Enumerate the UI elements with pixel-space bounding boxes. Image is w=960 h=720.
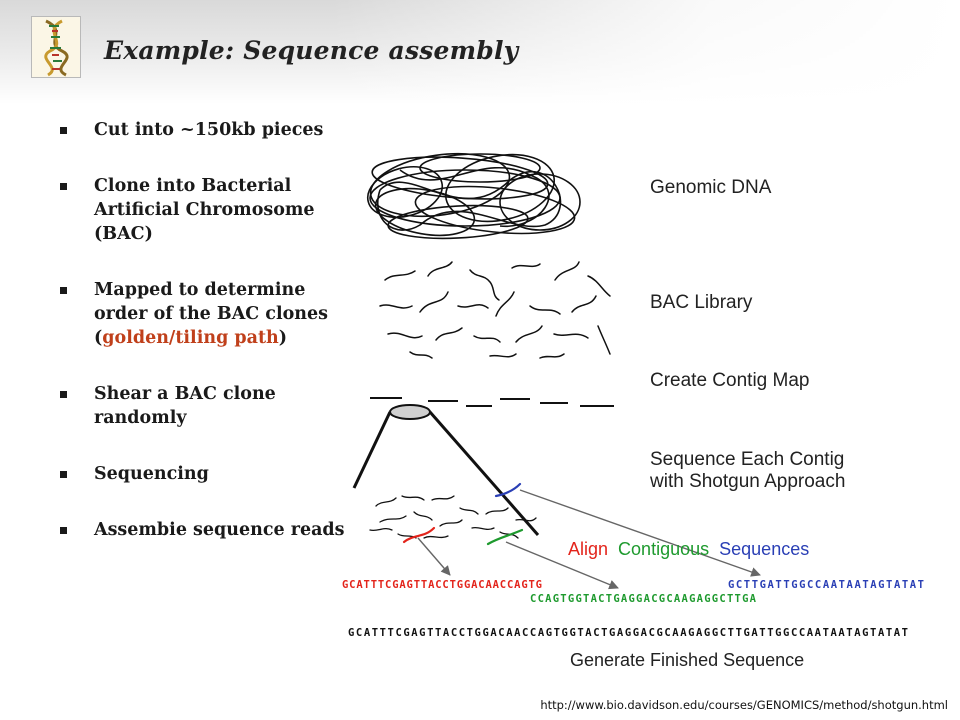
shotgun-reads <box>369 495 537 539</box>
bullet-item: Sequencing <box>60 462 350 486</box>
bullet-item: Assembie sequence reads <box>60 518 350 542</box>
label-genomic-dna: Genomic DNA <box>650 177 772 198</box>
label-sequence-line1: Sequence Each Contig <box>650 449 844 470</box>
align-word-contiguous: Contiguous <box>618 539 709 559</box>
label-contig-map: Create Contig Map <box>650 370 809 391</box>
bullet-item: Mapped to determine order of the BAC clo… <box>60 278 350 350</box>
bullet-highlight: golden/tiling path <box>102 328 279 348</box>
read-green-fragment <box>486 528 524 546</box>
bullet-text: Shear a BAC clone randomly <box>94 384 276 428</box>
contig-map-dashes <box>370 397 614 407</box>
bac-zoom-callout <box>352 404 540 536</box>
label-finished-sequence: Generate Finished Sequence <box>570 650 804 670</box>
align-word-align: Align <box>568 539 608 559</box>
bullet-text: Clone into Bacterial Artificial Chromoso… <box>94 176 315 244</box>
bullet-text: Sequencing <box>94 464 209 484</box>
square-bullet-icon <box>60 183 67 190</box>
bullet-item: Clone into Bacterial Artificial Chromoso… <box>60 174 350 246</box>
bullet-text: Assembie sequence reads <box>94 520 345 540</box>
read-red-fragment <box>402 526 436 544</box>
square-bullet-icon <box>60 127 67 134</box>
read-red-sequence: GCATTTCGAGTTACCTGGACAACCAGTG <box>342 579 542 591</box>
bullet-item: Cut into ~150kb pieces <box>60 118 350 142</box>
label-bac-library: BAC Library <box>650 292 753 313</box>
square-bullet-icon <box>60 287 67 294</box>
bullet-text-pre: Mapped to determine order of the BAC clo… <box>94 280 328 348</box>
square-bullet-icon <box>60 471 67 478</box>
finished-sequence: GCATTTCGAGTTACCTGGACAACCAGTGGTACTGAGGACG… <box>348 627 908 639</box>
dna-logo-icon <box>31 16 81 78</box>
svg-text:Align Contiguous Seque: Align Contiguous Sequences <box>568 539 809 559</box>
bullet-text-post: ) <box>278 328 288 348</box>
bac-library-fragments <box>379 261 611 359</box>
shotgun-sequencing-diagram: Genomic DNA BAC Library Create Contig Ma… <box>342 152 924 670</box>
square-bullet-icon <box>60 527 67 534</box>
source-url-link[interactable]: http://www.bio.davidson.edu/courses/GENO… <box>540 698 948 712</box>
slide-title: Example: Sequence assembly <box>104 36 519 65</box>
read-green-sequence: CCAGTGGTACTGAGGACGCAAGAGGCTTGA <box>530 593 757 605</box>
label-sequence-line2: with Shotgun Approach <box>649 471 845 492</box>
header-fade <box>330 0 960 104</box>
alignment-arrows <box>417 489 761 590</box>
square-bullet-icon <box>60 391 67 398</box>
genomic-dna-tangle <box>366 152 581 240</box>
read-blue-fragment <box>494 482 522 498</box>
read-blue-sequence: GCTTGATTGGCCAATAATAGTATAT <box>728 579 924 591</box>
bullet-text: Cut into ~150kb pieces <box>94 120 324 140</box>
bullet-list: Cut into ~150kb pieces Clone into Bacter… <box>60 118 350 542</box>
align-word-sequences: Sequences <box>719 539 809 559</box>
bullet-item: Shear a BAC clone randomly <box>60 382 350 430</box>
